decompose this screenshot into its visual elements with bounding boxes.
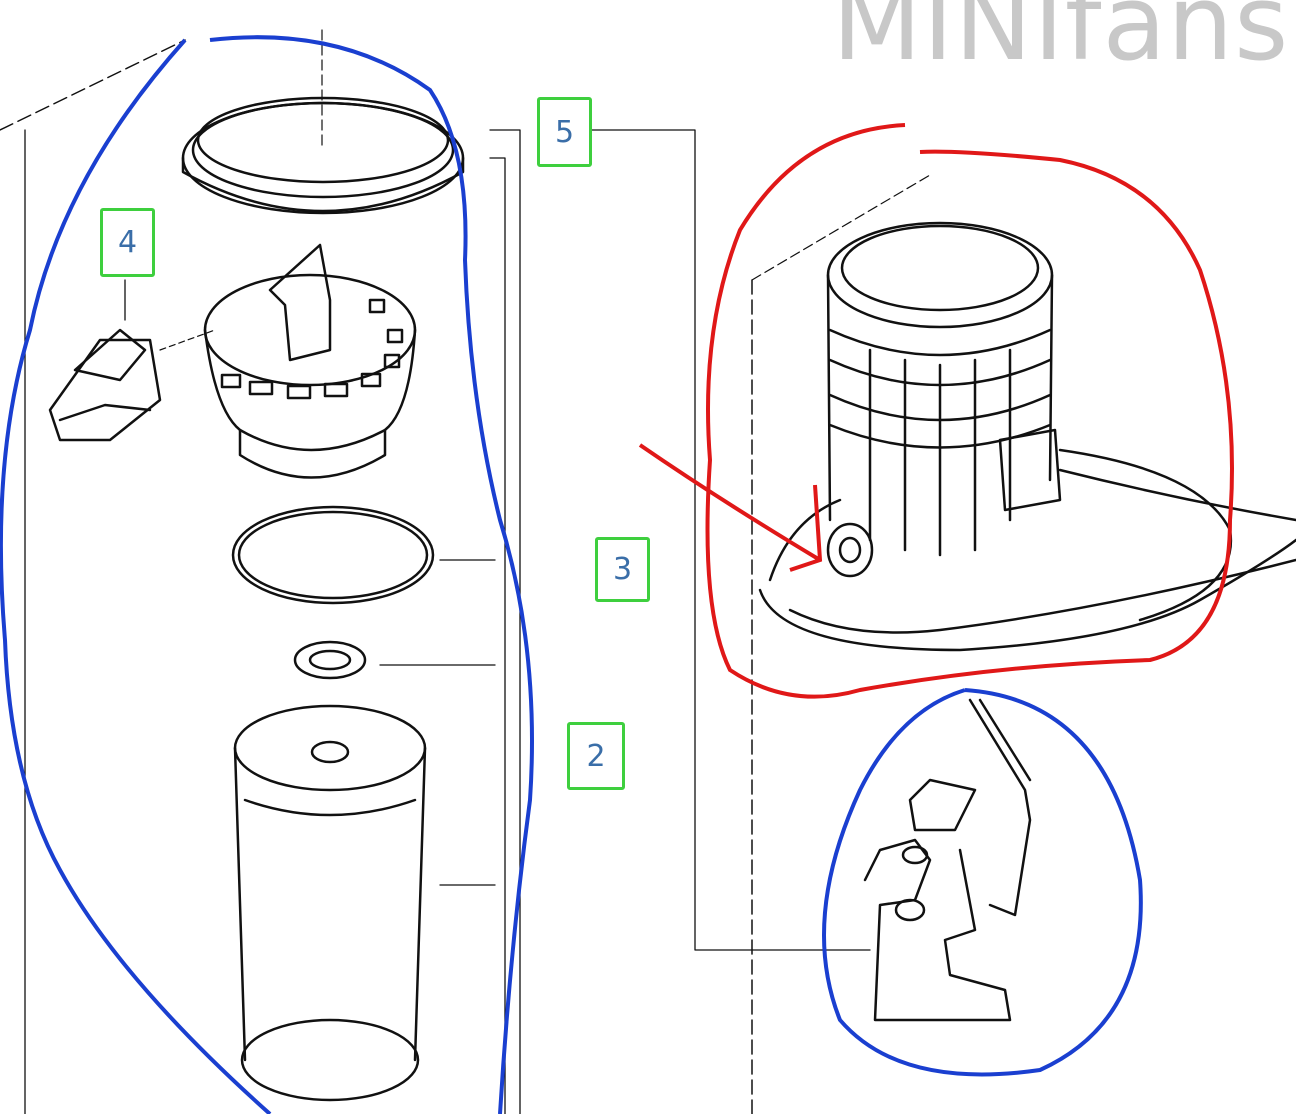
sealing-ring bbox=[181, 96, 465, 215]
level-sender bbox=[863, 698, 1032, 1022]
red-annotation-circle bbox=[705, 123, 1234, 699]
blue-annotation-left bbox=[0, 35, 534, 1114]
callout-4: 4 bbox=[100, 208, 155, 277]
clip-part bbox=[48, 328, 162, 442]
red-arrow bbox=[638, 443, 823, 572]
filter-element bbox=[233, 704, 427, 1102]
watermark-logo: MINIfans. bbox=[832, 0, 1296, 84]
callout-3: 3 bbox=[595, 537, 650, 602]
callout-2: 2 bbox=[567, 722, 625, 790]
axis-line bbox=[0, 39, 186, 131]
o-ring-small bbox=[293, 640, 367, 680]
blue-annotation-right bbox=[822, 688, 1143, 1077]
o-ring-large bbox=[231, 505, 435, 605]
pump-housing bbox=[758, 221, 1296, 652]
callout-5: 5 bbox=[537, 97, 592, 167]
filter-cap bbox=[203, 243, 417, 479]
